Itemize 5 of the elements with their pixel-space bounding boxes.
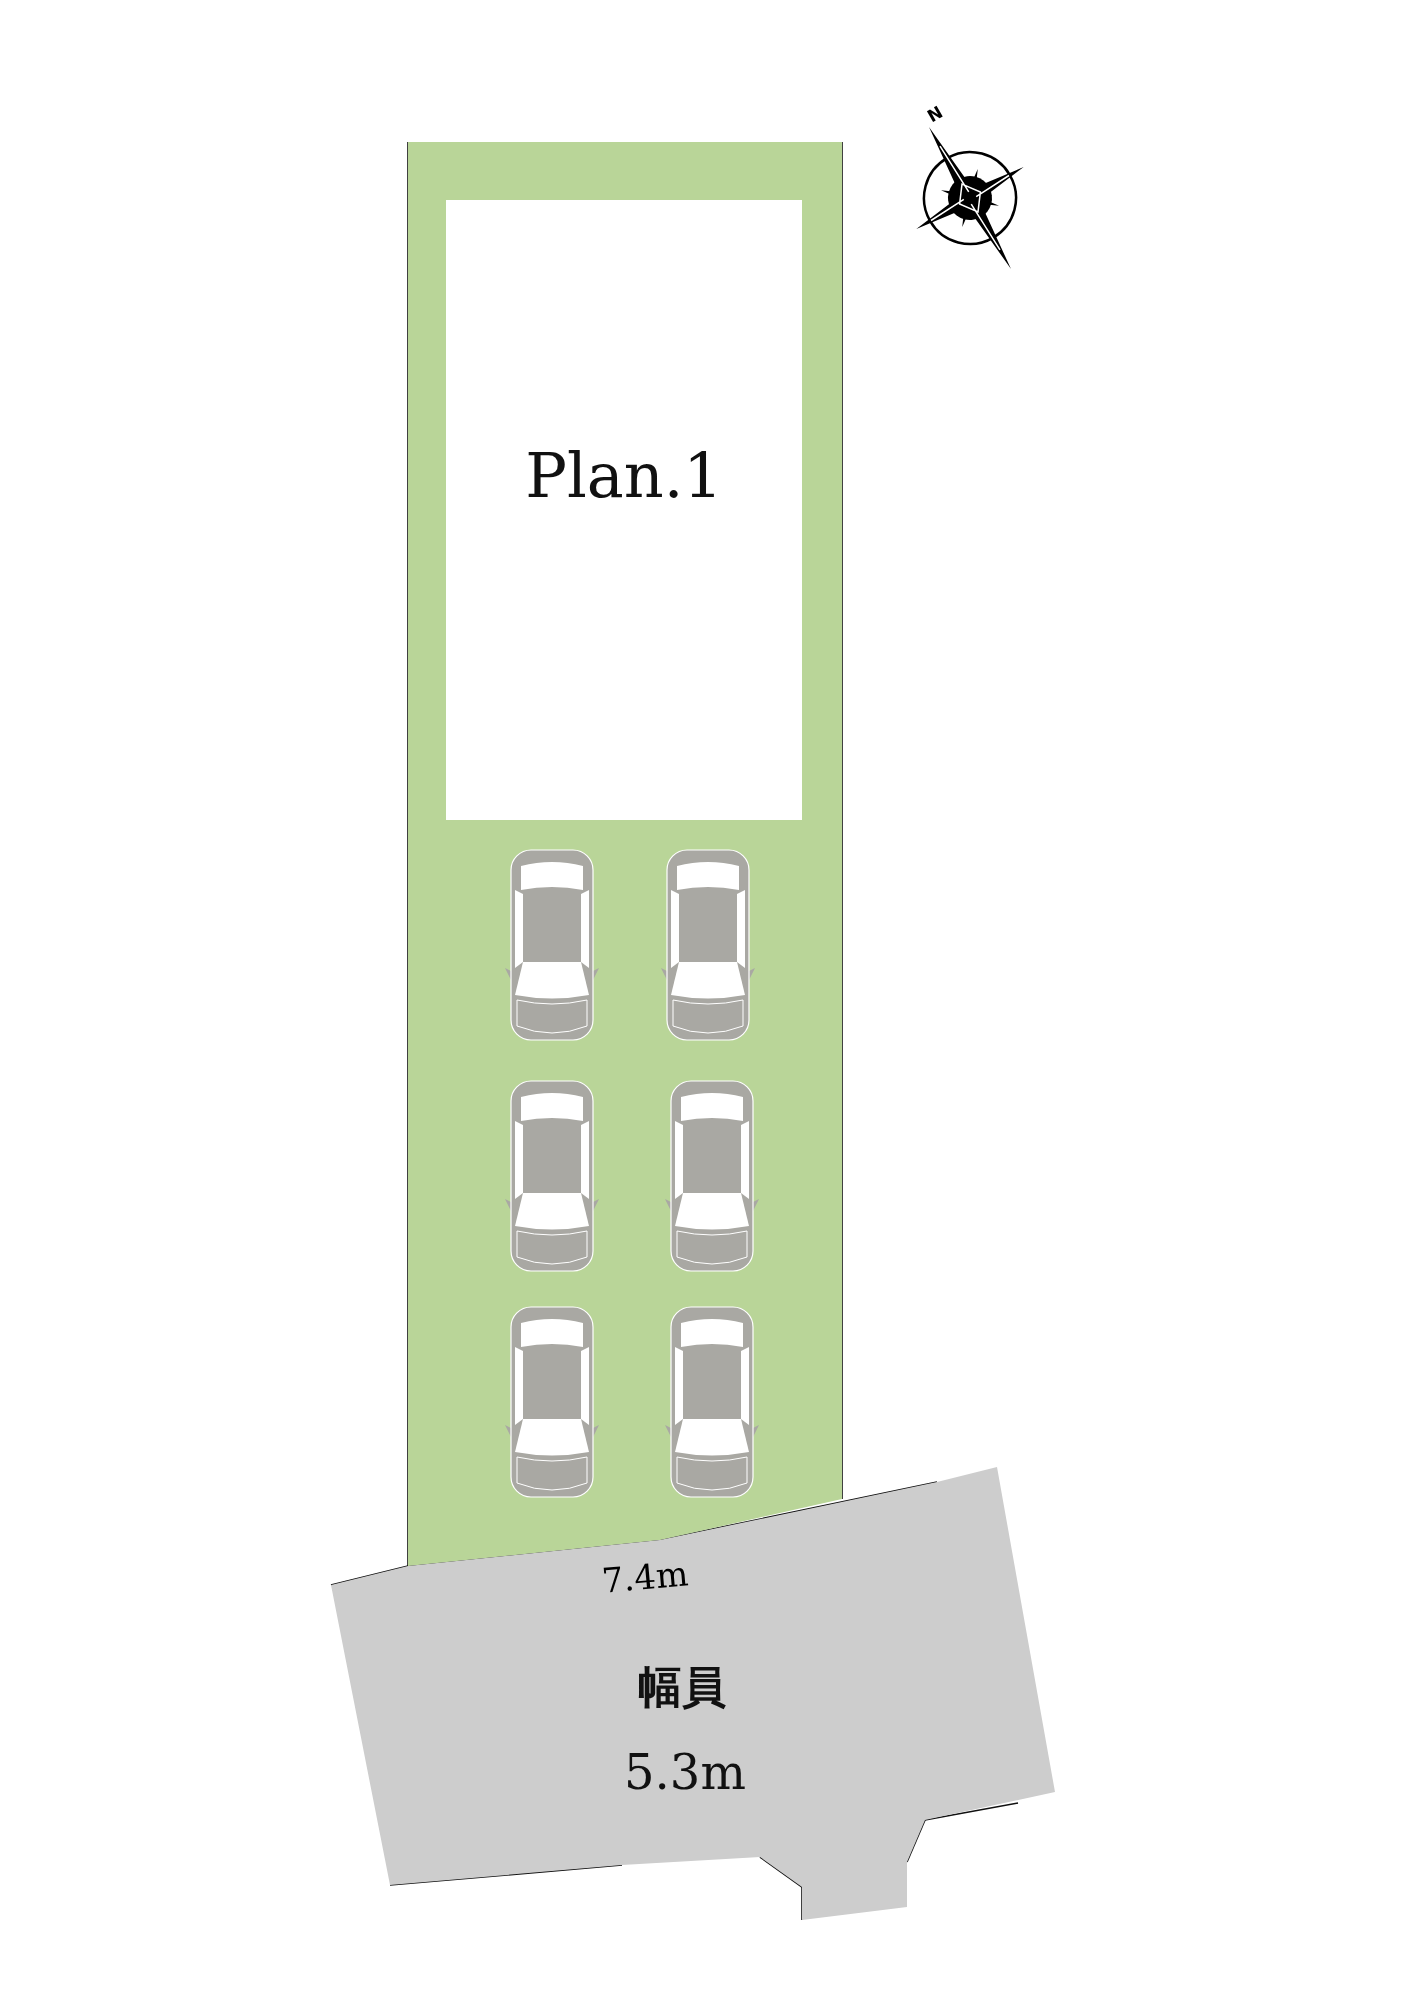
road-width: 5.3m [624, 1748, 746, 1796]
building-box: Plan.1 [446, 200, 802, 820]
road-label: 幅員 [638, 1665, 726, 1709]
dimension-label: 7.4m [600, 1556, 690, 1598]
north-label: N [924, 103, 946, 126]
